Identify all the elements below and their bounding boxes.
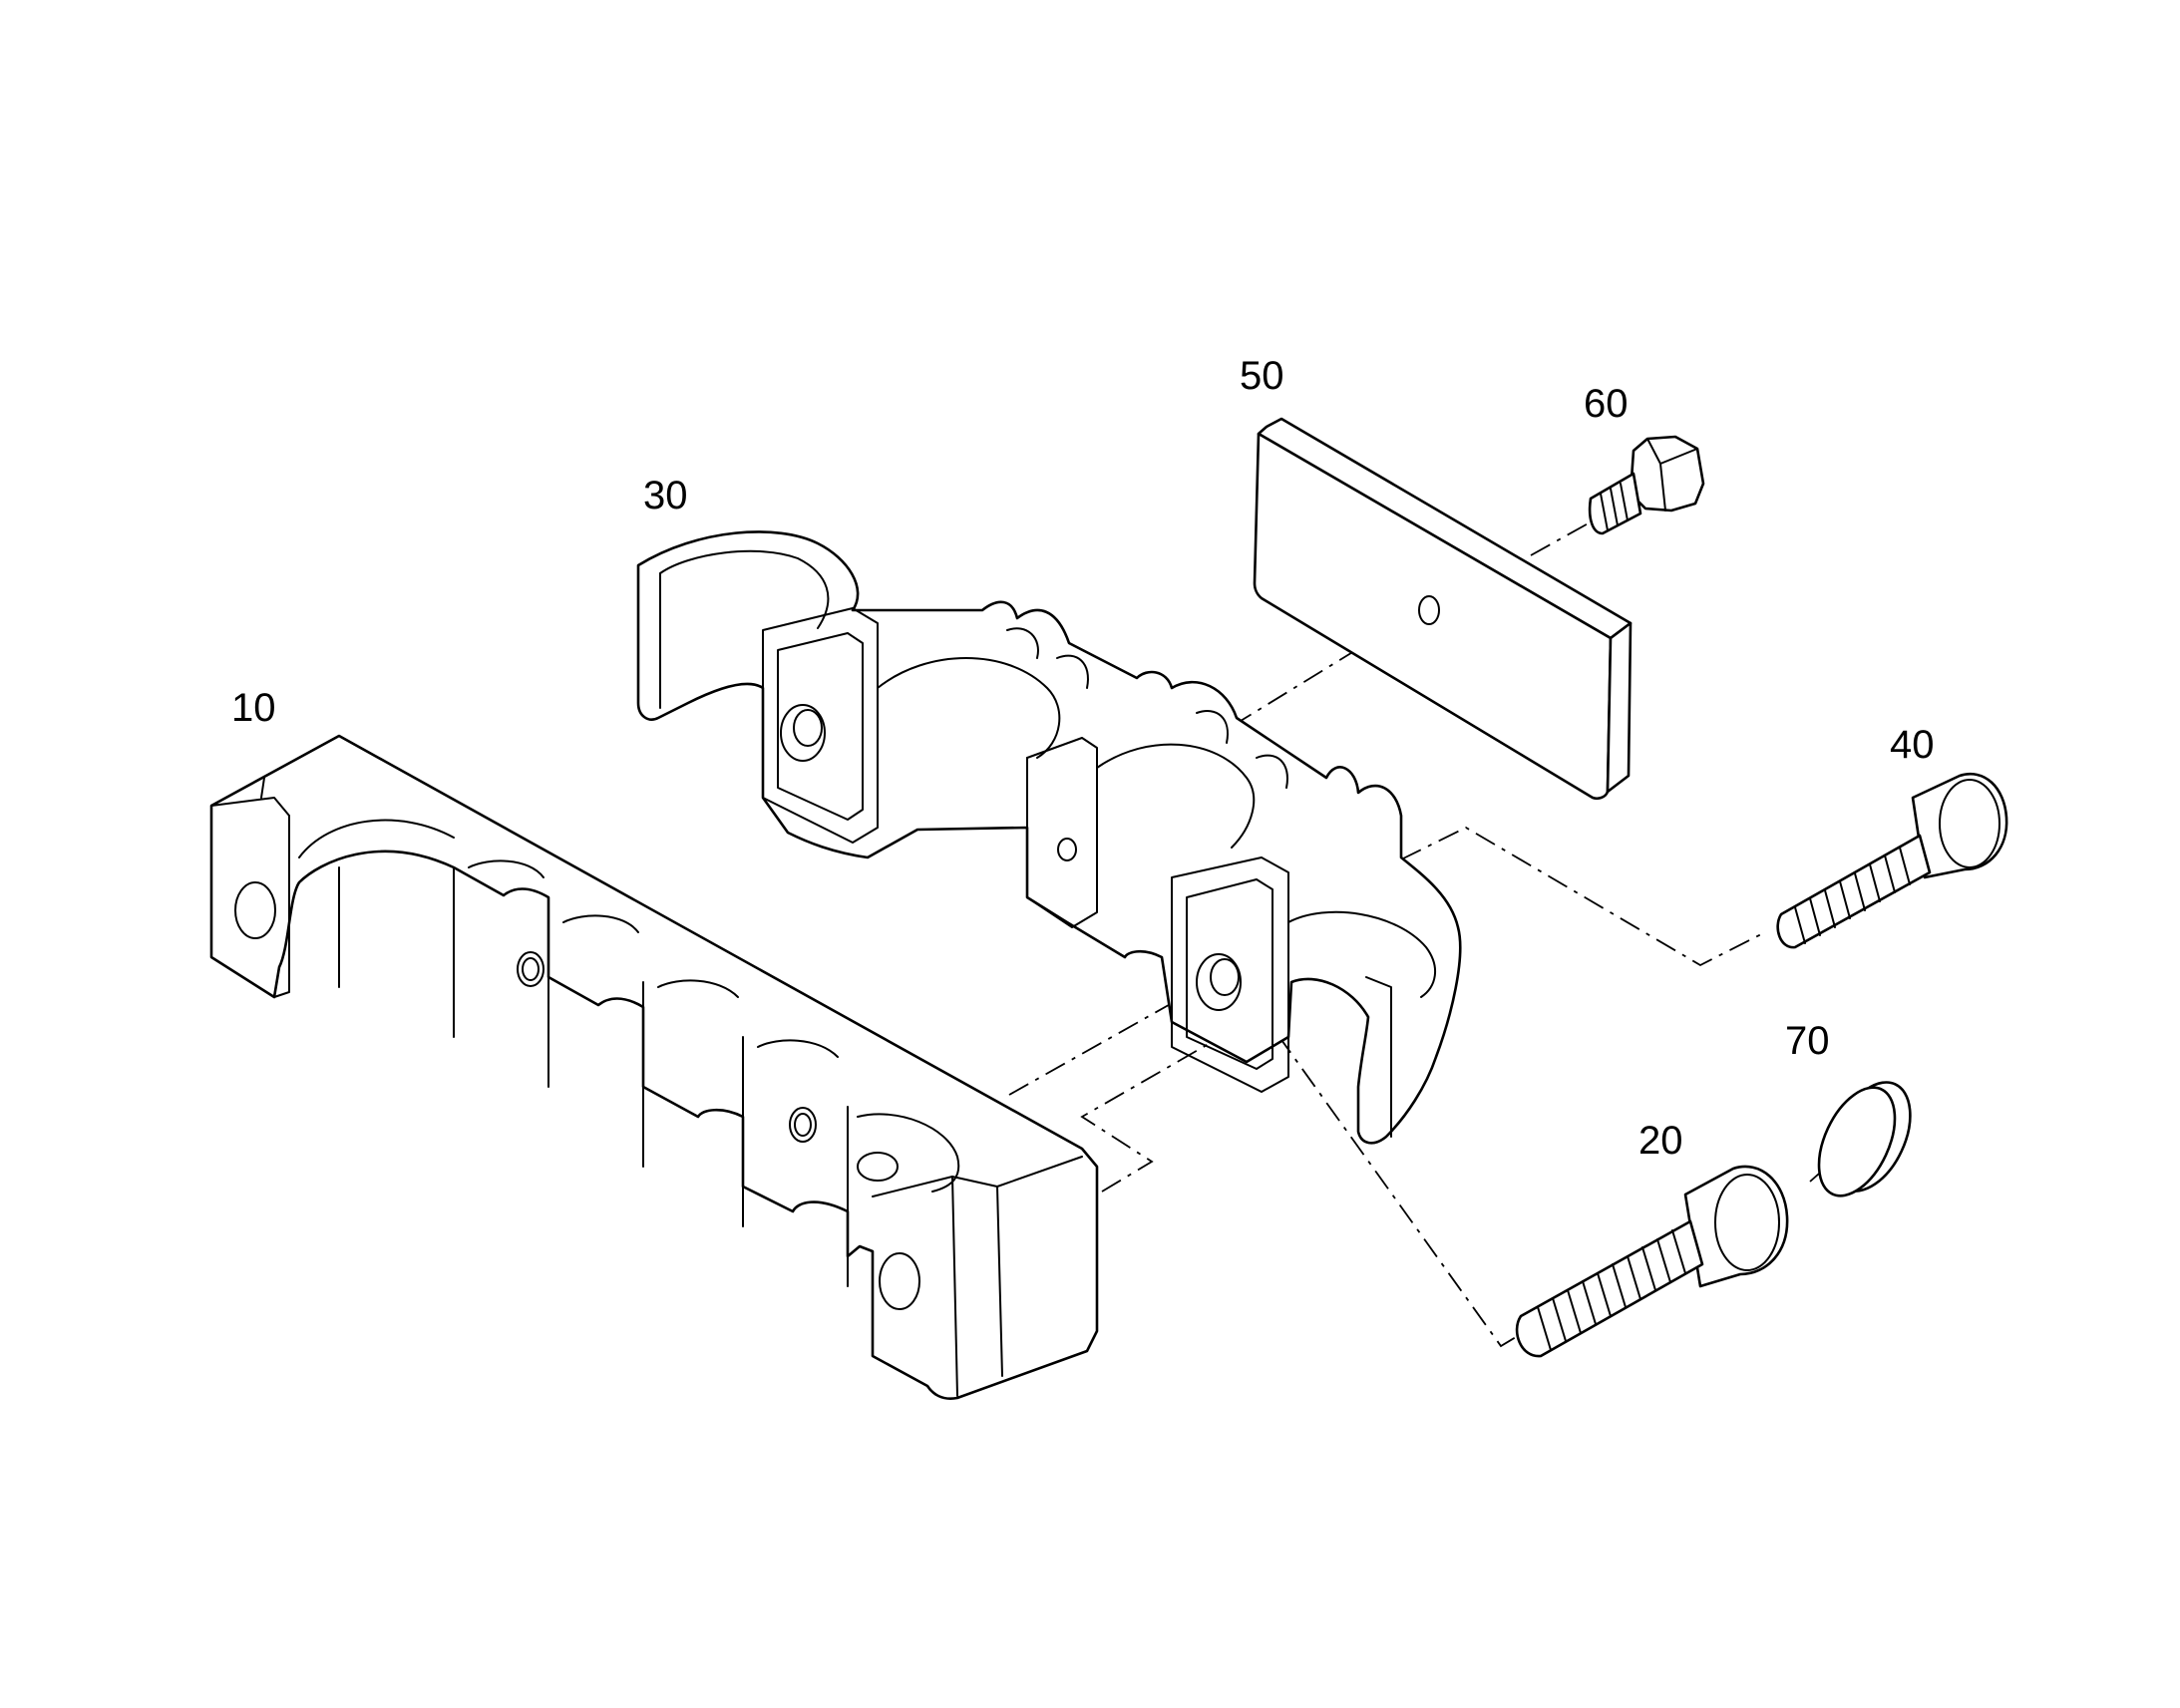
washer-disc: [1817, 1081, 1912, 1197]
clamp-upper-left-box: [762, 607, 879, 844]
clamp-upper-body: [636, 530, 1462, 1145]
clamp-upper-right-saddle: [1287, 910, 1436, 998]
socket-screw-upper: [1776, 773, 2008, 949]
clamp-upper-mid-saddle: [877, 657, 1061, 759]
callout-50: 50: [1240, 354, 1284, 398]
callout-30: 30: [643, 474, 688, 517]
leader-screw-20: [1080, 1010, 1527, 1348]
callout-60: 60: [1584, 382, 1629, 426]
clamp-rail-body: [209, 734, 1099, 1400]
socket-screw-upper-head: [1911, 773, 2008, 879]
leader-bolt-60: [1530, 515, 1602, 556]
clamp-rail-hole-1: [517, 951, 545, 987]
socket-screw-lower-head: [1683, 1165, 1789, 1288]
hex-bolt-shank: [1588, 472, 1642, 535]
clamp-rail-left-face: [210, 797, 290, 998]
cover-plate-hole: [1418, 595, 1440, 625]
clamp-upper-right-box: [1171, 856, 1289, 1093]
clamp-rail-right-hole: [879, 1252, 920, 1310]
callout-70: 70: [1785, 1019, 1830, 1063]
clamp-rail-right-face: [872, 1176, 1003, 1377]
leader-screw-40: [1400, 826, 1766, 967]
clamp-upper-center-block: [1026, 737, 1098, 928]
clamp-upper-center-hole: [1057, 838, 1077, 861]
cover-plate: [1253, 417, 1633, 801]
clamp-upper-left-bore: [780, 704, 826, 762]
clamp-upper-right-bore: [1196, 953, 1242, 1011]
callout-10: 10: [231, 686, 276, 730]
socket-screw-lower: [1515, 1165, 1789, 1358]
clamp-rail-lower: [209, 734, 1099, 1400]
clamp-rail-left-hole: [234, 881, 276, 939]
callout-20: 20: [1638, 1119, 1683, 1163]
callout-40: 40: [1890, 723, 1935, 767]
clamp-half-upper: [636, 530, 1462, 1145]
washer-disc-front: [1817, 1086, 1897, 1197]
hex-bolt-head: [1629, 435, 1705, 512]
clamp-rail-hole-2: [789, 1107, 817, 1143]
clamp-upper-left-saddle: [659, 549, 830, 629]
hex-bolt: [1588, 435, 1705, 535]
callout-labels: 10 30 50 60 40 70 20: [231, 354, 1935, 1163]
socket-screw-lower-shank: [1515, 1219, 1704, 1358]
